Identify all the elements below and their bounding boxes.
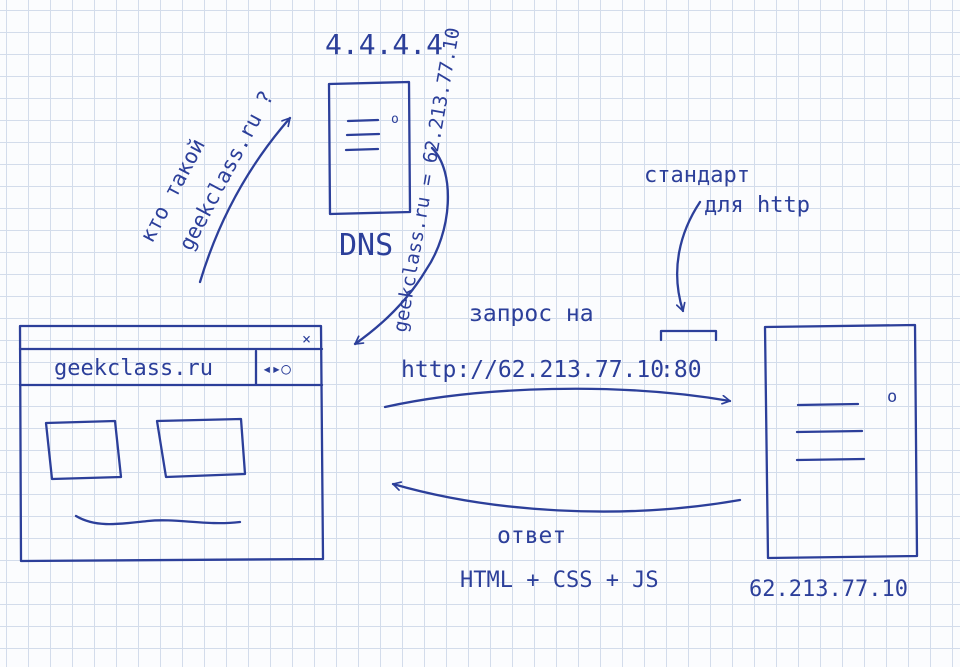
server-led: o [887, 387, 897, 407]
standard-arrow [675, 200, 702, 313]
browser-frame [18, 324, 325, 563]
server-ip-label: 62.213.77.10 [749, 577, 908, 602]
content-text-squiggle [74, 514, 242, 526]
request-port: :80 [660, 357, 702, 383]
browser-window: × geekclass.ru ◂▸○ [18, 324, 325, 563]
web-server: o 62.213.77.10 [749, 323, 919, 602]
content-block-right [155, 417, 247, 479]
port-bracket [659, 329, 718, 342]
request-line1: запрос на [469, 301, 594, 327]
dns-label: DNS [339, 228, 393, 263]
question-arrow [198, 116, 292, 284]
dns-server: 4.4.4.4 o DNS [325, 28, 443, 263]
browser-address-text[interactable]: geekclass.ru [54, 356, 213, 381]
dns-answer-arrow [353, 146, 450, 346]
server-slot-line [795, 429, 864, 434]
response-line2: HTML + CSS + JS [460, 568, 659, 593]
dns-slot-line [345, 132, 381, 137]
dns-server-box [327, 80, 412, 216]
dns-answer-text: geekclass.ru = 62.213.77.10 [389, 26, 464, 334]
dns-led: o [391, 112, 399, 127]
http-standard-note: стандарт для http [644, 163, 810, 342]
request-url: http://62.213.77.10 [401, 357, 664, 383]
standard-line2: для http [704, 193, 810, 218]
standard-line1: стандарт [644, 163, 750, 188]
dns-question: кто такой geekclass.ru ? [135, 87, 292, 284]
browser-nav-icons[interactable]: ◂▸○ [262, 359, 291, 378]
browser-close-icon[interactable]: × [302, 330, 311, 348]
http-response: ответ HTML + CSS + JS [391, 481, 742, 593]
server-slot-line [795, 457, 866, 462]
dns-slot-line [346, 118, 380, 123]
dns-ip-label: 4.4.4.4 [325, 28, 443, 61]
response-arrow [391, 481, 742, 513]
dns-slot-line [344, 147, 380, 152]
http-request: запрос на http://62.213.77.10 :80 [383, 301, 732, 409]
server-slot-line [796, 402, 860, 407]
web-server-box [763, 323, 919, 560]
response-line1: ответ [497, 523, 566, 549]
content-block-left [44, 419, 123, 481]
request-arrow [383, 387, 732, 409]
